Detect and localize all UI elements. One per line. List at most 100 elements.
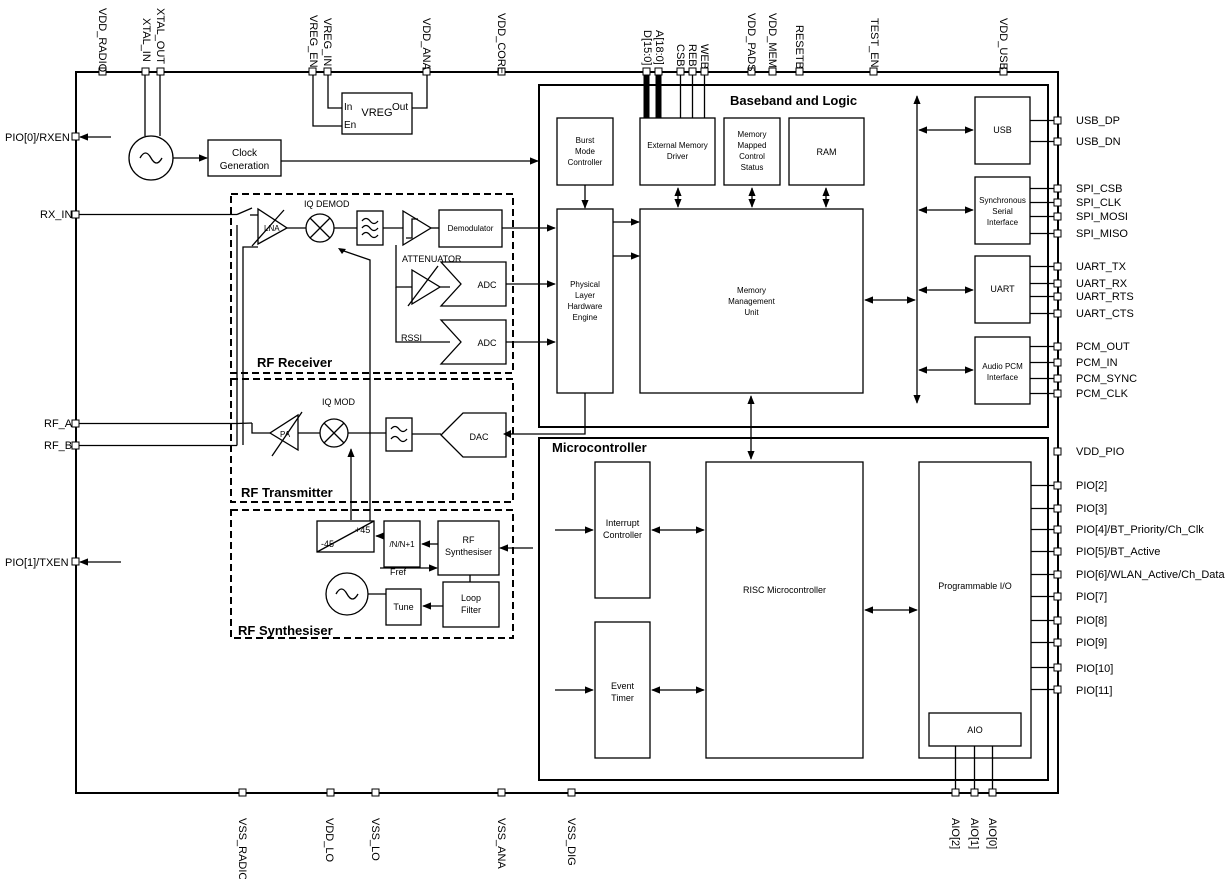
svg-text:Synthesiser: Synthesiser — [445, 547, 492, 557]
pin-label: PIO[8] — [1076, 615, 1107, 627]
pcm-pin-wires — [1030, 345, 1054, 395]
pin-vreg-in: VREG_IN — [321, 18, 333, 76]
rf-transmitter-title: RF Transmitter — [241, 485, 333, 500]
pin-label: VSS_ANA — [495, 818, 507, 869]
pin-label: PCM_OUT — [1076, 341, 1130, 353]
right-pins: USB_DP USB_DN SPI_CSB SPI_CLK SPI_MOSI S… — [1053, 115, 1225, 697]
svg-text:Management: Management — [728, 297, 775, 306]
svg-text:USB: USB — [993, 125, 1012, 135]
pin-label: CSB — [674, 44, 686, 67]
pin-label: AIO[1] — [968, 818, 980, 849]
synchronous-serial-interface: Synchronous Serial Interface — [974, 176, 1031, 245]
pin-label: PIO[0]/RXEN — [5, 132, 70, 144]
svg-text:Programmable I/O: Programmable I/O — [938, 581, 1012, 591]
svg-text:Memory: Memory — [737, 286, 766, 295]
pin-label: RX_IN — [40, 209, 72, 221]
pin-label: AIO[0] — [986, 818, 998, 849]
pa-output — [251, 423, 270, 434]
pin-label: PIO[6]/WLAN_Active/Ch_Data — [1076, 569, 1225, 581]
svg-text:PA: PA — [280, 430, 291, 439]
svg-text:AIO: AIO — [967, 725, 983, 735]
pin-label: PIO[1]/TXEN — [5, 557, 69, 569]
clock-generation-block: Clock Generation — [207, 139, 282, 177]
pin-label: PCM_IN — [1076, 357, 1118, 369]
ram-block: RAM — [788, 117, 865, 186]
svg-text:/N/N+1: /N/N+1 — [389, 540, 415, 549]
baseband-title: Baseband and Logic — [730, 93, 857, 108]
svg-text:Mapped: Mapped — [738, 141, 767, 150]
pin-label: PIO[7] — [1076, 591, 1107, 603]
svg-text:RAM: RAM — [817, 147, 837, 157]
svg-text:Tune: Tune — [393, 602, 413, 612]
dac-arrowhead — [503, 430, 511, 438]
attenuator-label: ATTENUATOR — [402, 254, 462, 264]
rf-synthesiser-frame — [230, 509, 514, 639]
pio-pin-wires — [1031, 484, 1054, 691]
pin-label: SPI_MISO — [1076, 228, 1128, 240]
rx-bandpass-filter — [356, 210, 384, 246]
pin-label: PIO[9] — [1076, 637, 1107, 649]
aio-block: AIO — [928, 712, 1022, 747]
pin-label: AIO[2] — [949, 818, 961, 849]
pin-label: VDD_USB — [997, 18, 1009, 70]
aio-pin-wires — [954, 746, 994, 789]
lna-amplifier: LNA — [251, 207, 289, 247]
vco-oscillator — [325, 572, 369, 616]
svg-text:-45: -45 — [321, 539, 334, 549]
svg-text:En: En — [344, 120, 356, 131]
rx-limiter — [402, 209, 433, 247]
rf-synthesiser-block: RF Synthesiser — [437, 520, 500, 576]
rx-switch — [236, 207, 253, 216]
svg-text:Layer: Layer — [575, 291, 595, 300]
svg-text:Out: Out — [392, 102, 408, 113]
rx-adc-2: ADC — [439, 319, 507, 365]
pin-label: SPI_CSB — [1076, 183, 1122, 195]
svg-text:ADC: ADC — [477, 338, 497, 348]
rf-path-wires — [236, 225, 258, 446]
pin-label: PIO[3] — [1076, 503, 1107, 515]
iq-mod-mixer — [319, 418, 349, 448]
lo-to-demod — [340, 249, 371, 525]
pin-label: TEST_EN — [868, 18, 880, 68]
svg-text:Status: Status — [741, 163, 764, 172]
pin-label: VREG_IN — [321, 18, 333, 66]
pin-label: A[18:0] — [653, 30, 665, 65]
vreg-wires — [312, 75, 428, 127]
svg-text:Interrupt: Interrupt — [606, 518, 640, 528]
memory-mapped-control-status: Memory Mapped Control Status — [723, 117, 781, 186]
xtal-wires — [144, 75, 161, 136]
svg-text:External Memory: External Memory — [647, 141, 707, 150]
pin-label: PCM_CLK — [1076, 388, 1129, 400]
svg-text:Mode: Mode — [575, 147, 596, 156]
pin-label: PIO[11] — [1076, 685, 1112, 697]
control-lines — [679, 75, 706, 118]
usb-pin-wires — [1030, 119, 1054, 143]
pin-label: VDD_PIO — [1076, 446, 1125, 458]
oscillator-symbol — [128, 135, 174, 181]
svg-text:Generation: Generation — [220, 161, 269, 172]
pin-vdd-usb: VDD_USB — [997, 18, 1009, 76]
audio-pcm-interface: Audio PCM Interface — [974, 336, 1031, 405]
svg-text:Timer: Timer — [611, 693, 634, 703]
pin-label: REB — [686, 44, 698, 67]
ssi-pin-wires — [1030, 187, 1054, 235]
pin-resetb: RESETB — [793, 25, 805, 76]
attenuator-amp — [407, 265, 442, 307]
pin-vdd-radio: VDD_RADIO — [96, 8, 108, 76]
rssi-wire — [395, 287, 450, 343]
pin-vdd-ana: VDD_ANA — [420, 18, 432, 76]
svg-text:+45: +45 — [355, 525, 370, 535]
pin-label: UART_TX — [1076, 261, 1127, 273]
pin-label: PIO[4]/BT_Priority/Ch_Clk — [1076, 524, 1204, 536]
pin-xtal-out: XTAL_OUT — [154, 8, 166, 76]
lo-demod-arrowhead — [338, 248, 346, 254]
pin-label: SPI_MOSI — [1076, 211, 1128, 223]
address-data-bus — [643, 75, 662, 118]
svg-text:Filter: Filter — [461, 605, 481, 615]
pin-label: WEB — [698, 44, 710, 69]
rssi-label: RSSI — [401, 333, 422, 343]
chip-outline — [75, 71, 1059, 794]
pin-label: VDD_CORE — [495, 13, 507, 74]
svg-text:Clock: Clock — [232, 148, 258, 159]
pin-label: VREG_EN — [307, 15, 319, 68]
